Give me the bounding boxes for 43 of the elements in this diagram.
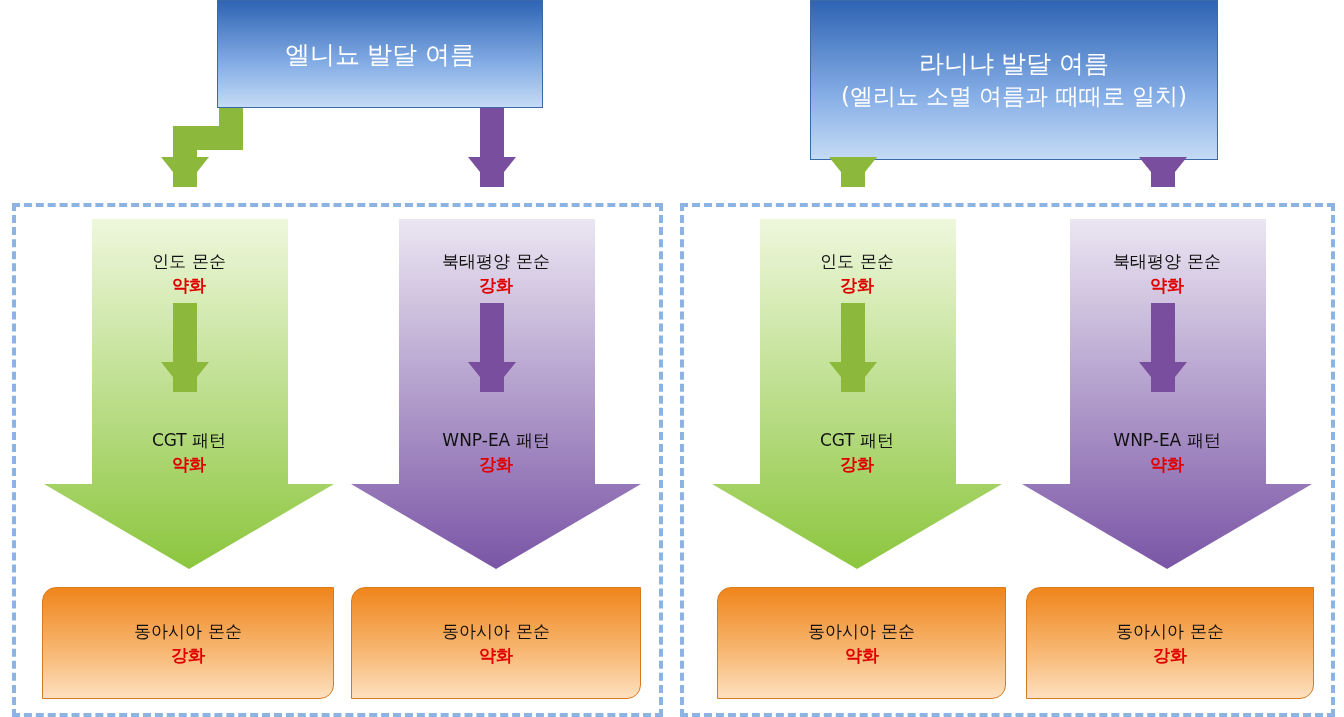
- status-label: 강화: [478, 274, 514, 297]
- status-label: 약화: [1149, 274, 1185, 297]
- heading: 엘니뇨 발달 여름: [284, 38, 476, 71]
- label: 동아시아 몬순: [441, 620, 551, 643]
- heading: 라니냐 발달 여름: [918, 48, 1110, 80]
- arrow: [1139, 157, 1187, 187]
- status-label: 약화: [843, 644, 880, 667]
- arrow: [468, 108, 516, 187]
- arrow: [468, 303, 516, 392]
- label: CGT 패턴: [818, 429, 896, 452]
- dashed-panel: [12, 203, 663, 717]
- dashed-panel: [680, 203, 1335, 717]
- result-box: [1026, 587, 1314, 699]
- status-label: 강화: [478, 453, 514, 476]
- arrow: [829, 157, 877, 187]
- status-label: 약화: [1149, 453, 1185, 476]
- status-label: 약화: [478, 644, 514, 667]
- label: WNP-EA 패턴: [1112, 429, 1222, 452]
- status-label: 강화: [839, 453, 875, 476]
- label: WNP-EA 패턴: [441, 429, 551, 452]
- label: 동아시아 몬순: [806, 620, 917, 643]
- arrow: [161, 108, 243, 187]
- label: 인도 몬순: [151, 250, 227, 273]
- note: (엘리뇨 소멸 여름과 때때로 일치): [840, 82, 1188, 111]
- label: 북태평양 몬순: [441, 250, 551, 273]
- label: 동아시아 몬순: [133, 620, 243, 643]
- label: 북태평양 몬순: [1112, 250, 1222, 273]
- result-box: [42, 587, 334, 699]
- arrow: [829, 303, 877, 392]
- status-label: 강화: [170, 644, 206, 667]
- arrow: [1139, 303, 1187, 392]
- status-label: 약화: [171, 453, 207, 476]
- arrow: [161, 303, 209, 392]
- status-label: 약화: [171, 274, 207, 297]
- label: 인도 몬순: [819, 250, 895, 273]
- label: CGT 패턴: [150, 429, 228, 452]
- result-box: [717, 587, 1006, 699]
- title-box: [810, 0, 1218, 160]
- title-box: [217, 0, 543, 108]
- result-box: [351, 587, 641, 699]
- label: 동아시아 몬순: [1115, 620, 1225, 643]
- status-label: 강화: [1152, 644, 1188, 667]
- status-label: 강화: [839, 274, 875, 297]
